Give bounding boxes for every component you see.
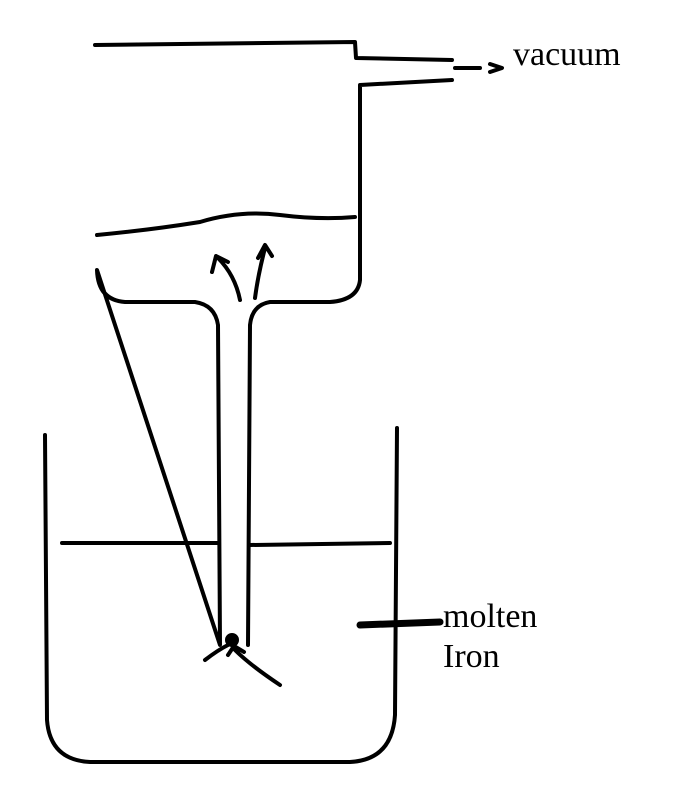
label-molten: molten	[443, 600, 537, 634]
vacuum-outlet-arrow	[455, 64, 502, 72]
rising-flow-arrows	[212, 245, 272, 300]
chamber-liquid-level	[97, 214, 355, 235]
label-iron: Iron	[443, 640, 500, 674]
inflow-arrows	[205, 645, 280, 685]
ladle-melt-level	[62, 543, 390, 545]
vacuum-chamber	[95, 42, 452, 645]
label-vacuum: vacuum	[513, 38, 621, 72]
pointer-arrow	[360, 622, 440, 625]
